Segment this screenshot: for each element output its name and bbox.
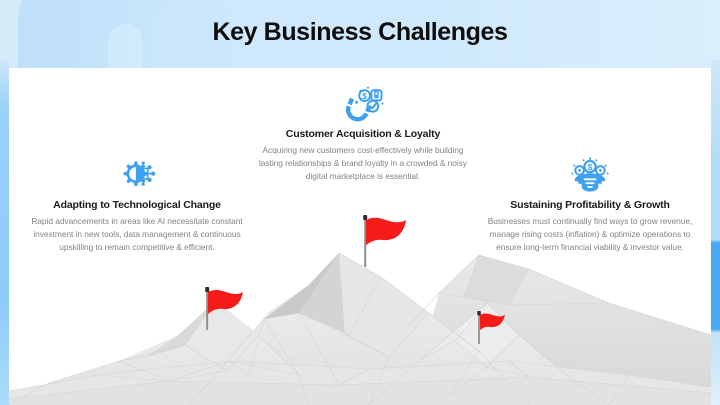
- column-body: Businesses must continually find ways to…: [487, 216, 693, 252]
- page-title: Key Business Challenges: [212, 18, 508, 46]
- flag-layer: [205, 215, 505, 344]
- column-title: Customer Acquisition & Loyalty: [285, 128, 441, 140]
- column-title: Adapting to Technological Change: [53, 199, 221, 211]
- low-poly-mountain-range: [9, 252, 711, 405]
- column-sustaining-profitability-and-growth: $: [479, 153, 701, 253]
- profit-gear-growth-icon: $: [479, 153, 701, 195]
- column-title: Sustaining Profitability & Growth: [510, 199, 670, 211]
- flag-left: [205, 287, 243, 330]
- svg-text:$: $: [588, 162, 593, 172]
- column-customer-acquisition-and-loyalty: $ Customer Acquisition &: [255, 82, 471, 182]
- ai-chip-gear-icon: [23, 153, 251, 195]
- content-card: Adapting to Technological Change Rapid a…: [9, 68, 711, 405]
- left-accent-bar: [0, 60, 9, 405]
- header-arch-decoration-4: [150, 0, 234, 68]
- header-band: [0, 0, 720, 68]
- right-accent-bar: [711, 60, 720, 405]
- column-body: Rapid advancements in areas like AI nece…: [31, 216, 243, 252]
- header-arch-decoration-3: [108, 24, 142, 68]
- magnet-customer-attraction-icon: $: [255, 82, 471, 124]
- flag-center: [363, 215, 406, 267]
- column-body: Acquiring new customers cost-effectively…: [259, 145, 467, 181]
- column-adapting-to-technological-change: Adapting to Technological Change Rapid a…: [23, 153, 251, 253]
- svg-text:$: $: [362, 92, 367, 101]
- flag-right: [477, 311, 505, 344]
